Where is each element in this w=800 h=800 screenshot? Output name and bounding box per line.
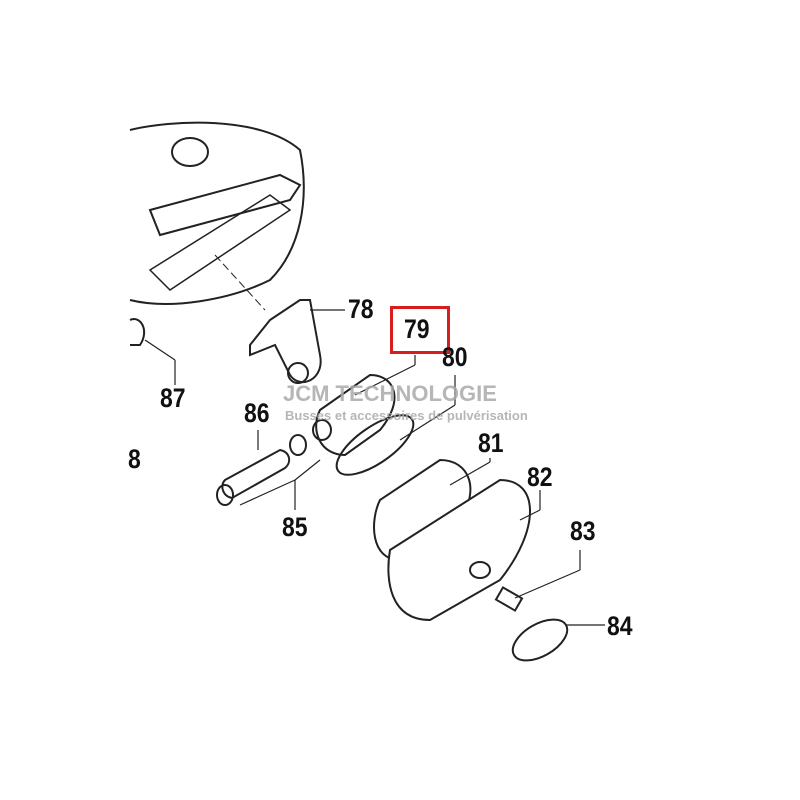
label-82: 82	[527, 462, 553, 492]
label-84: 84	[607, 611, 633, 641]
label-81: 81	[478, 428, 504, 458]
label-86: 86	[244, 398, 270, 428]
label-83: 83	[570, 516, 596, 546]
label-85: 85	[282, 512, 308, 542]
label-78: 78	[348, 294, 374, 324]
part-79	[312, 373, 396, 457]
label-80: 80	[442, 342, 468, 372]
housing	[129, 121, 305, 346]
label-8: 8	[128, 444, 141, 474]
label-79: 79	[404, 314, 430, 344]
label-87: 87	[160, 383, 186, 413]
part-82	[387, 478, 531, 622]
part-85-clip	[216, 484, 234, 506]
leader-lines	[144, 309, 605, 626]
part-80	[335, 414, 415, 476]
part-78	[249, 299, 322, 384]
watermark-title: JCM TECHNOLOGIE	[283, 381, 497, 406]
part-84	[511, 618, 569, 662]
highlight-box-79	[390, 306, 450, 354]
part-83	[494, 586, 524, 612]
watermark-subtitle: Busses et accessoires de pulvérisation	[285, 408, 528, 423]
